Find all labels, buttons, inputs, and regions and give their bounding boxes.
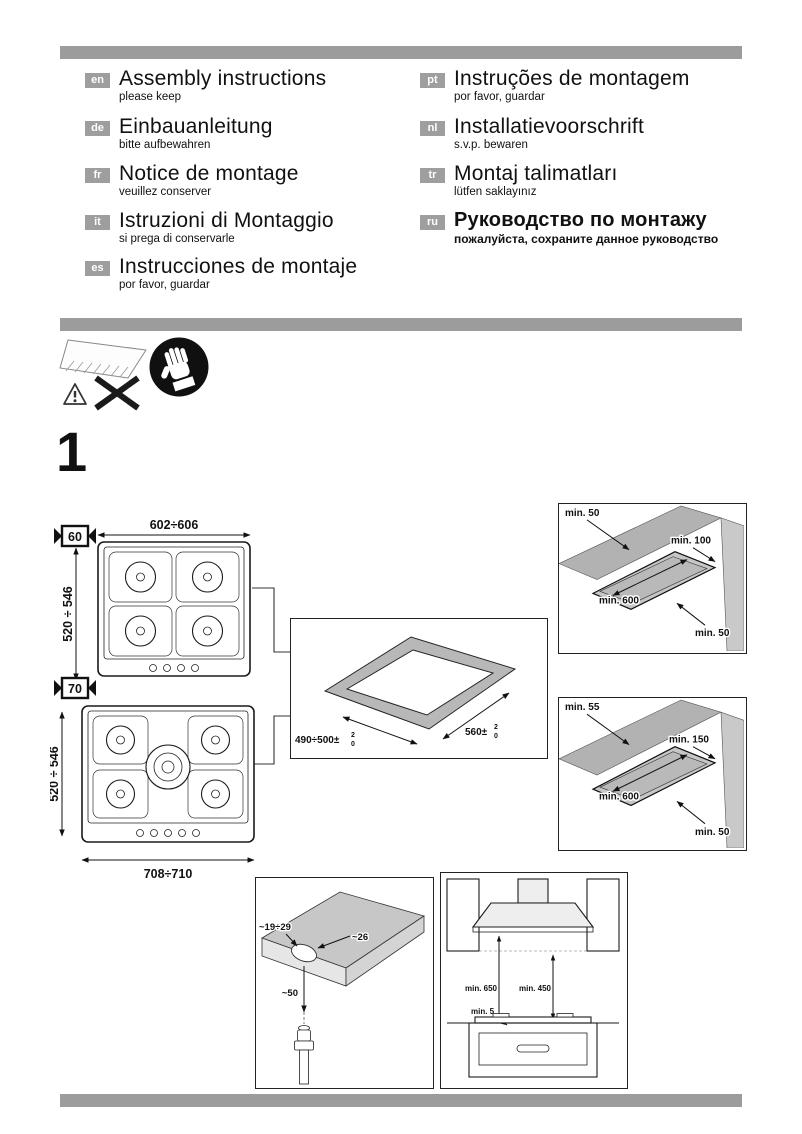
language-code-it: it: [85, 215, 110, 230]
language-title-es: Instrucciones de montaje: [119, 255, 358, 278]
language-code-pt: pt: [420, 73, 445, 88]
step-number: 1: [56, 420, 88, 483]
language-title-fr: Notice de montage: [119, 162, 299, 185]
language-entry-pt: pt Instruções de montagem por favor, gua…: [420, 67, 690, 104]
language-entry-es: es Instrucciones de montaje por favor, g…: [85, 255, 357, 292]
hob-size-badge-60: 60: [54, 524, 96, 548]
extractor-hood: [471, 878, 595, 933]
language-entry-ru: ru Руководство по монтажу пожалуйста, со…: [420, 209, 718, 246]
clearance70-back-label: min. 55: [565, 702, 600, 713]
wall-cabinets: [446, 878, 620, 952]
hob60-depth-dimension: 520 ÷ 546: [62, 586, 75, 642]
gas-pipe-drawing: [294, 1012, 314, 1085]
hob-size-badge-60-label: 60: [68, 530, 82, 544]
hob70-width-dimension: 708÷710: [144, 867, 193, 881]
clearance60-front-label: min. 50: [695, 628, 730, 639]
cabinet-height-label: min. 450: [519, 984, 552, 993]
glove-glyph: [161, 347, 196, 392]
base-cabinet-drawer: [468, 1022, 598, 1078]
language-subtitle-nl: s.v.p. bewaren: [454, 139, 528, 151]
language-entry-it: it Istruzioni di Montaggio si prega di c…: [85, 209, 334, 246]
cutout-width-tolerance-minus: 0: [494, 733, 498, 740]
hob-70-diagram: 520 ÷ 546 708÷710: [50, 705, 255, 881]
clearance70-front-label: min. 50: [695, 827, 730, 838]
language-code-en: en: [85, 73, 110, 88]
language-code-ru: ru: [420, 215, 445, 230]
separator-bar-middle: [60, 318, 742, 331]
cutout-width-dimension: 560±: [465, 727, 488, 738]
language-title-en: Assembly instructions: [119, 67, 327, 90]
hob-gap-label: min. 5: [471, 1007, 495, 1016]
gas-connection-drawing: ~19÷29 ~26 ~50: [258, 891, 425, 1085]
language-subtitle-fr: veuillez conserver: [119, 186, 212, 198]
protective-gloves-icon: [149, 337, 209, 397]
language-title-it: Istruzioni di Montaggio: [119, 209, 334, 232]
cutout-depth-tolerance-minus: 0: [351, 741, 355, 748]
hob70-depth-dimension: 520 ÷ 546: [50, 746, 61, 802]
language-code-de: de: [85, 121, 110, 136]
hood-clearance-panel: min. 650 min. 450 min. 5: [440, 872, 628, 1089]
language-subtitle-tr: lütfen saklayınız: [454, 186, 537, 198]
cutout-dimensions-panel: 490÷500± 2 0 560± 2 0: [290, 618, 548, 759]
language-title-tr: Montaj talimatları: [454, 162, 618, 185]
cutout-width-tolerance-plus: 2: [494, 724, 498, 731]
clearance-panel-60: min. 50 min. 100 min. 600 min. 50: [558, 503, 747, 654]
language-title-ru: Руководство по монтажу: [454, 209, 707, 231]
clearance-panel-70: min. 55 min. 150 min. 600 min. 50: [558, 697, 747, 851]
language-entry-tr: tr Montaj talimatları lütfen saklayınız: [420, 162, 618, 199]
cutout-perspective-drawing: 490÷500± 2 0 560± 2 0: [294, 636, 517, 748]
hob60-width-dimension: 602÷606: [150, 518, 199, 532]
clearance70-side-label: min. 150: [669, 735, 709, 746]
language-code-fr: fr: [85, 168, 110, 183]
language-entry-nl: nl Installatievoorschrift s.v.p. bewaren: [420, 115, 644, 152]
language-title-nl: Installatievoorschrift: [454, 115, 644, 138]
clearance70-width-label: min. 600: [599, 791, 639, 802]
sharp-edge-warning-icon: [59, 339, 147, 411]
language-entry-fr: fr Notice de montage veuillez conserver: [85, 162, 299, 199]
gas-dim-left-label: ~19÷29: [259, 922, 291, 933]
connector-lines: [252, 587, 292, 765]
clearance60-width-label: min. 600: [599, 595, 639, 606]
language-code-nl: nl: [420, 121, 445, 136]
language-entry-de: de Einbauanleitung bitte aufbewahren: [85, 115, 273, 152]
language-code-tr: tr: [420, 168, 445, 183]
gas-connection-panel: ~19÷29 ~26 ~50: [255, 877, 434, 1089]
language-entry-en: en Assembly instructions please keep: [85, 67, 326, 104]
gas-dim-right-label: ~26: [352, 932, 368, 943]
hob-size-badge-70: 70: [54, 676, 96, 700]
hood-height-label: min. 650: [465, 984, 498, 993]
clearance60-back-label: min. 50: [565, 508, 600, 519]
language-subtitle-de: bitte aufbewahren: [119, 139, 211, 151]
warning-triangle-icon: [63, 383, 87, 405]
hob60-top-view: [97, 541, 251, 677]
clearance60-side-label: min. 100: [671, 536, 711, 547]
cutout-depth-dimension: 490÷500±: [295, 735, 340, 746]
language-subtitle-ru: пожалуйста, сохраните данное руководство: [454, 232, 719, 246]
language-code-es: es: [85, 261, 110, 276]
cutout-depth-tolerance-plus: 2: [351, 732, 355, 739]
language-title-de: Einbauanleitung: [119, 115, 273, 138]
hood-clearance-drawing: min. 650 min. 450 min. 5: [446, 878, 620, 1078]
separator-bar-top: [60, 46, 742, 59]
clearance-70-drawing: min. 55 min. 150 min. 600 min. 50: [559, 699, 744, 848]
hob-size-badge-70-label: 70: [68, 682, 82, 696]
hob70-top-view: [81, 705, 255, 843]
language-subtitle-en: please keep: [119, 91, 182, 103]
separator-bar-bottom: [60, 1094, 742, 1107]
language-subtitle-it: si prega di conservarle: [119, 233, 235, 245]
language-subtitle-pt: por favor, guardar: [454, 91, 545, 103]
hob-60-diagram: 602÷606 520 ÷ 546: [62, 518, 251, 681]
language-subtitle-es: por favor, guardar: [119, 279, 210, 291]
gas-dim-below-label: ~50: [282, 988, 298, 999]
language-title-pt: Instruções de montagem: [454, 67, 690, 90]
clearance-60-drawing: min. 50 min. 100 min. 600 min. 50: [559, 505, 744, 651]
crossed-out-x-icon: [94, 375, 140, 411]
